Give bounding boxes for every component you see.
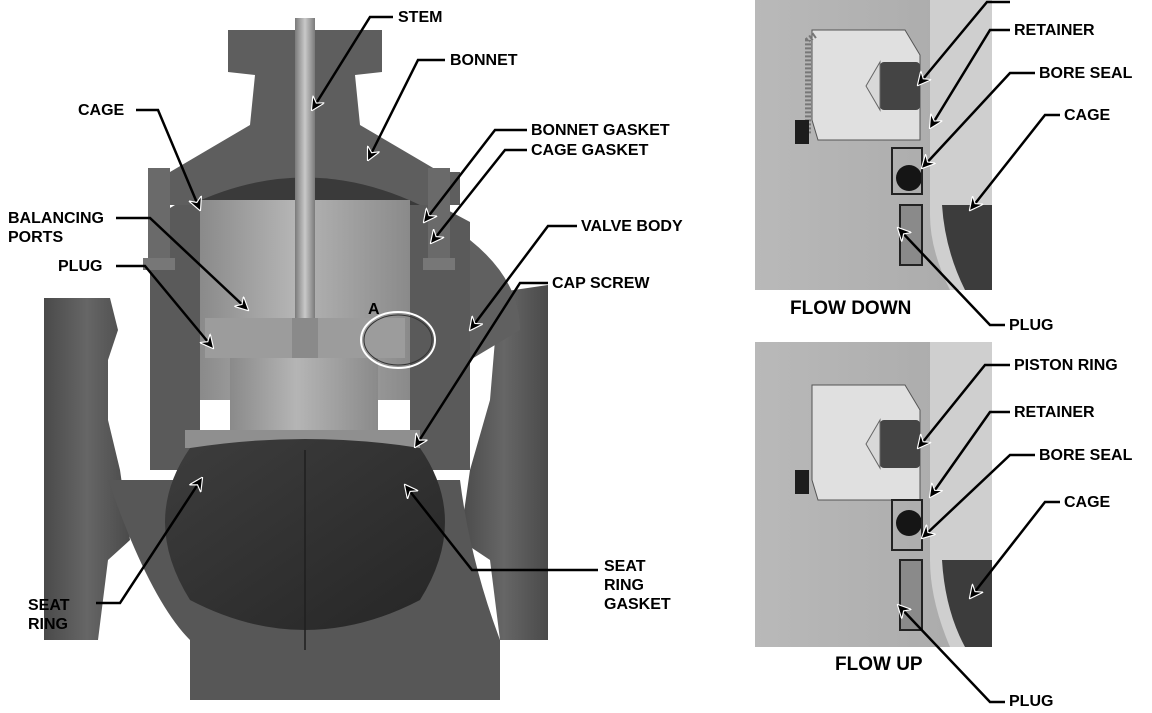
label-bonnet: BONNET [450,52,518,69]
flow-down-label-plug: PLUG [1009,317,1054,334]
flow-up-detail-art [755,342,992,647]
label-cage: CAGE [78,102,125,119]
flow-down-detail-art [755,0,992,290]
flow-up-label-cage: CAGE [1064,494,1111,511]
label-seat-ring-gasket-line-2: RING [604,577,644,594]
flow-down-caption: FLOW DOWN [790,298,912,319]
label-balancing-ports: BALANCING PORTS [8,209,104,247]
label-stem: STEM [398,9,443,26]
label-plug: PLUG [58,258,103,275]
label-balancing-ports-line-1: BALANCING [8,210,104,227]
label-seat-ring-line-1: SEAT [28,597,70,614]
stem-shape [295,18,315,318]
flow-down-label-retainer: RETAINER [1014,22,1095,39]
label-seat-ring-line-2: RING [28,616,68,633]
label-seat-ring: SEAT RING [28,596,69,634]
label-balancing-ports-line-2: PORTS [8,229,64,246]
flow-up-caption: FLOW UP [835,654,923,675]
label-valve-body: VALVE BODY [581,218,683,235]
label-cap-screw: CAP SCREW [552,275,650,292]
flow-up-label-piston-ring: PISTON RING [1014,357,1118,374]
flow-down-label-cage: CAGE [1064,107,1111,124]
label-seat-ring-gasket: SEAT RING GASKET [604,557,671,614]
detail-a-circle [360,311,436,369]
label-cage-gasket: CAGE GASKET [531,142,649,159]
label-seat-ring-gasket-line-1: SEAT [604,558,646,575]
flow-up-label-retainer: RETAINER [1014,404,1095,421]
leader-lines [96,0,1060,704]
flow-up-label-bore-seal: BORE SEAL [1039,447,1133,464]
label-bonnet-gasket: BONNET GASKET [531,122,670,139]
label-seat-ring-gasket-line-3: GASKET [604,596,671,613]
flow-up-label-plug: PLUG [1009,693,1054,710]
flow-down-label-bore-seal: BORE SEAL [1039,65,1133,82]
detail-marker-a: A [368,301,380,318]
